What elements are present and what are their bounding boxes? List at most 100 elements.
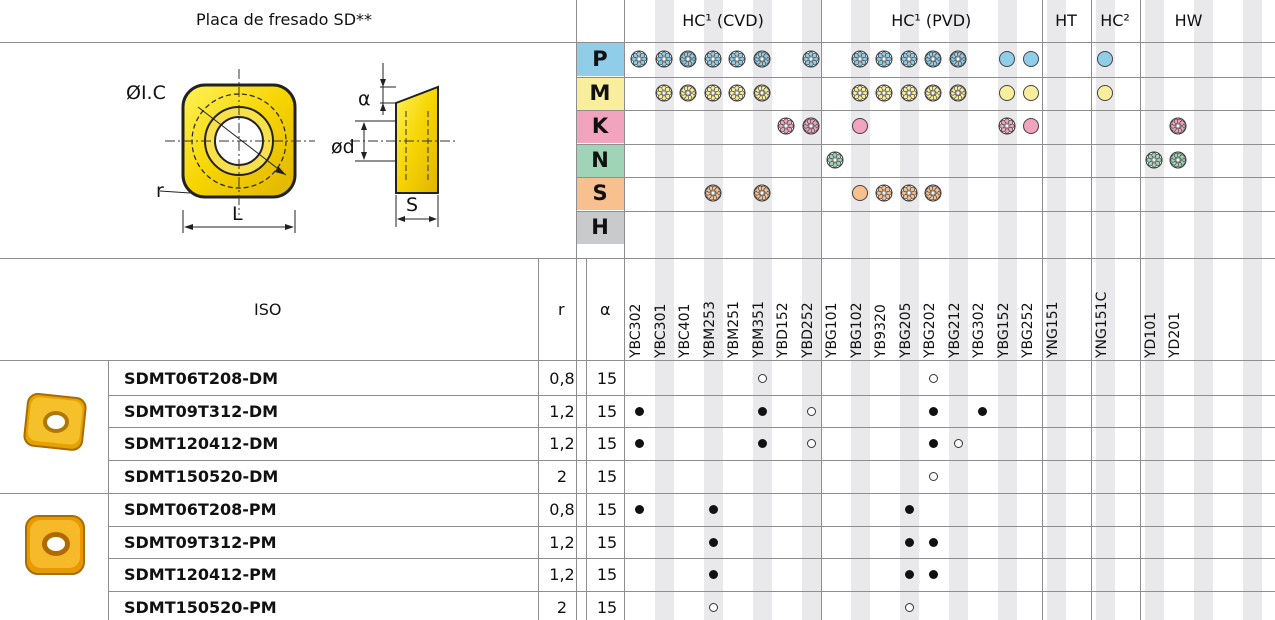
alpha-value: 15 — [596, 565, 618, 585]
grade-header: YNG151 — [1044, 270, 1063, 358]
grid-line — [0, 360, 1275, 361]
recommended-dot — [904, 537, 914, 547]
grade-name: YNG151 — [1044, 301, 1061, 358]
grid-line — [1041, 0, 1043, 620]
grade-name: YBG102 — [848, 302, 865, 358]
recommended-dot — [635, 406, 644, 416]
grade-header: YD101 — [1142, 270, 1161, 358]
grade-name: YD201 — [1167, 311, 1183, 358]
grade-header: YBG202 — [921, 270, 940, 358]
column-stripe — [654, 0, 674, 620]
optional-dot — [757, 374, 767, 383]
material-m: M — [576, 76, 624, 110]
grade-header: YBM351 — [750, 270, 769, 358]
recommended-dot — [635, 439, 644, 449]
grid-line — [108, 460, 1275, 462]
grade-name: YBC401 — [677, 303, 693, 358]
column-stripe — [801, 0, 821, 620]
optional-dot — [708, 602, 718, 612]
recommended-dot — [708, 570, 718, 580]
iso-header: ISO — [254, 300, 282, 319]
grid-line — [576, 210, 1275, 212]
insert-symbol-icon — [704, 184, 722, 202]
insert-symbol-icon — [875, 84, 893, 102]
grade-header: YBC302 — [627, 270, 646, 358]
radius-value: 1,2 — [549, 434, 575, 454]
circle-icon — [1096, 84, 1114, 102]
recommended-dot — [757, 406, 767, 416]
recommended-dot — [757, 439, 767, 449]
insert-code: SDMT150520-PM — [124, 597, 277, 617]
alpha-value: 15 — [596, 467, 618, 487]
grid-line — [108, 360, 109, 620]
label-S: S — [406, 194, 419, 216]
insert-symbol-icon — [1169, 151, 1187, 169]
grid-line — [821, 0, 822, 620]
insert-symbol-icon — [728, 50, 746, 68]
grid-line — [624, 0, 625, 620]
optional-dot — [953, 439, 963, 449]
grid-line — [108, 394, 1275, 396]
grade-name: YBC302 — [628, 303, 644, 358]
recommended-dot — [929, 537, 938, 547]
alpha-value: 15 — [596, 369, 618, 388]
insert-symbol-icon — [679, 84, 697, 102]
circle-icon — [851, 117, 869, 135]
grid-line — [586, 258, 587, 620]
insert-symbol-icon — [704, 84, 722, 102]
insert-symbol-icon — [949, 50, 967, 68]
insert-code: SDMT150520-DM — [124, 467, 279, 487]
insert-symbol-icon — [753, 84, 771, 102]
grade-header: YBG101 — [823, 270, 842, 358]
insert-symbol-icon — [777, 117, 795, 135]
insert-symbol-icon — [679, 50, 697, 68]
insert-symbol-icon — [998, 117, 1016, 135]
grid-line — [1139, 0, 1141, 620]
material-s: S — [576, 177, 624, 210]
optional-dot — [806, 406, 816, 416]
optional-dot — [929, 472, 938, 482]
insert-photo-pm — [25, 515, 85, 575]
insert-symbol-icon — [900, 50, 918, 68]
grid-line — [576, 143, 1275, 145]
grade-name: YBG302 — [971, 302, 987, 358]
alpha-value: 15 — [596, 401, 618, 421]
grid-line — [1090, 0, 1092, 620]
insert-symbol-icon — [753, 50, 771, 68]
insert-code: SDMT120412-PM — [124, 565, 277, 585]
circle-icon — [1096, 50, 1114, 68]
grade-header: YBM253 — [701, 270, 720, 358]
grid-line — [538, 258, 539, 620]
grid-line — [108, 525, 1275, 527]
recommended-dot — [904, 570, 914, 580]
insert-symbol-icon — [802, 117, 820, 135]
insert-symbol-icon — [924, 50, 942, 68]
label-alpha: α — [358, 88, 371, 110]
insert-symbol-icon — [826, 151, 844, 169]
column-stripe — [752, 0, 772, 620]
grid-line — [0, 492, 1275, 494]
grade-header: YBC401 — [676, 270, 695, 358]
insert-symbol-icon — [728, 84, 746, 102]
group-header: HT — [1055, 11, 1077, 30]
grade-name: YBD252 — [799, 302, 816, 358]
grid-line — [108, 590, 1275, 592]
material-k: K — [576, 110, 624, 143]
grade-name: YBM351 — [750, 301, 767, 358]
insert-code: SDMT09T312-DM — [124, 401, 279, 421]
radius-value: 1,2 — [549, 401, 575, 421]
optional-dot — [806, 439, 816, 449]
label-L: L — [232, 203, 243, 225]
column-stripe — [850, 0, 870, 620]
label-ic: ØI.C — [126, 82, 166, 104]
grade-header: YBG302 — [970, 270, 989, 358]
insert-side-outline — [395, 85, 439, 194]
r-header: r — [558, 300, 565, 319]
grid-line — [576, 110, 1275, 111]
material-h: H — [576, 210, 624, 244]
insert-code: SDMT120412-DM — [124, 434, 279, 454]
insert-symbol-icon — [1169, 117, 1187, 135]
